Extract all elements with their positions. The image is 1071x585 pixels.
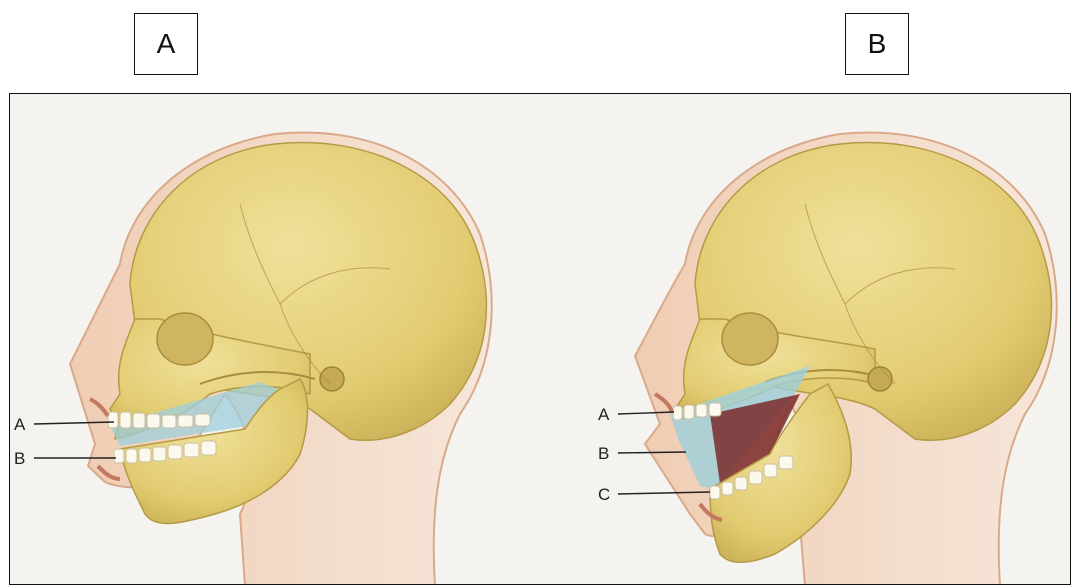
illustration-frame: A B [9,93,1071,585]
label-right-a: A [598,405,610,424]
ear-canal-left [320,367,344,391]
head-open-jaw: A B C [598,132,1057,585]
label-right-c: C [598,485,610,504]
panel-b-title: B [845,13,909,75]
label-left-b: B [14,449,25,468]
skull-illustration: A B [10,94,1071,585]
head-closed-jaw: A B [14,132,492,585]
panel-a-title: A [134,13,198,75]
label-left-a: A [14,415,26,434]
orbit-right [722,313,778,365]
ear-canal-right [868,367,892,391]
leader-line-right-b [618,452,686,453]
orbit-left [157,313,213,365]
label-right-b: B [598,444,609,463]
